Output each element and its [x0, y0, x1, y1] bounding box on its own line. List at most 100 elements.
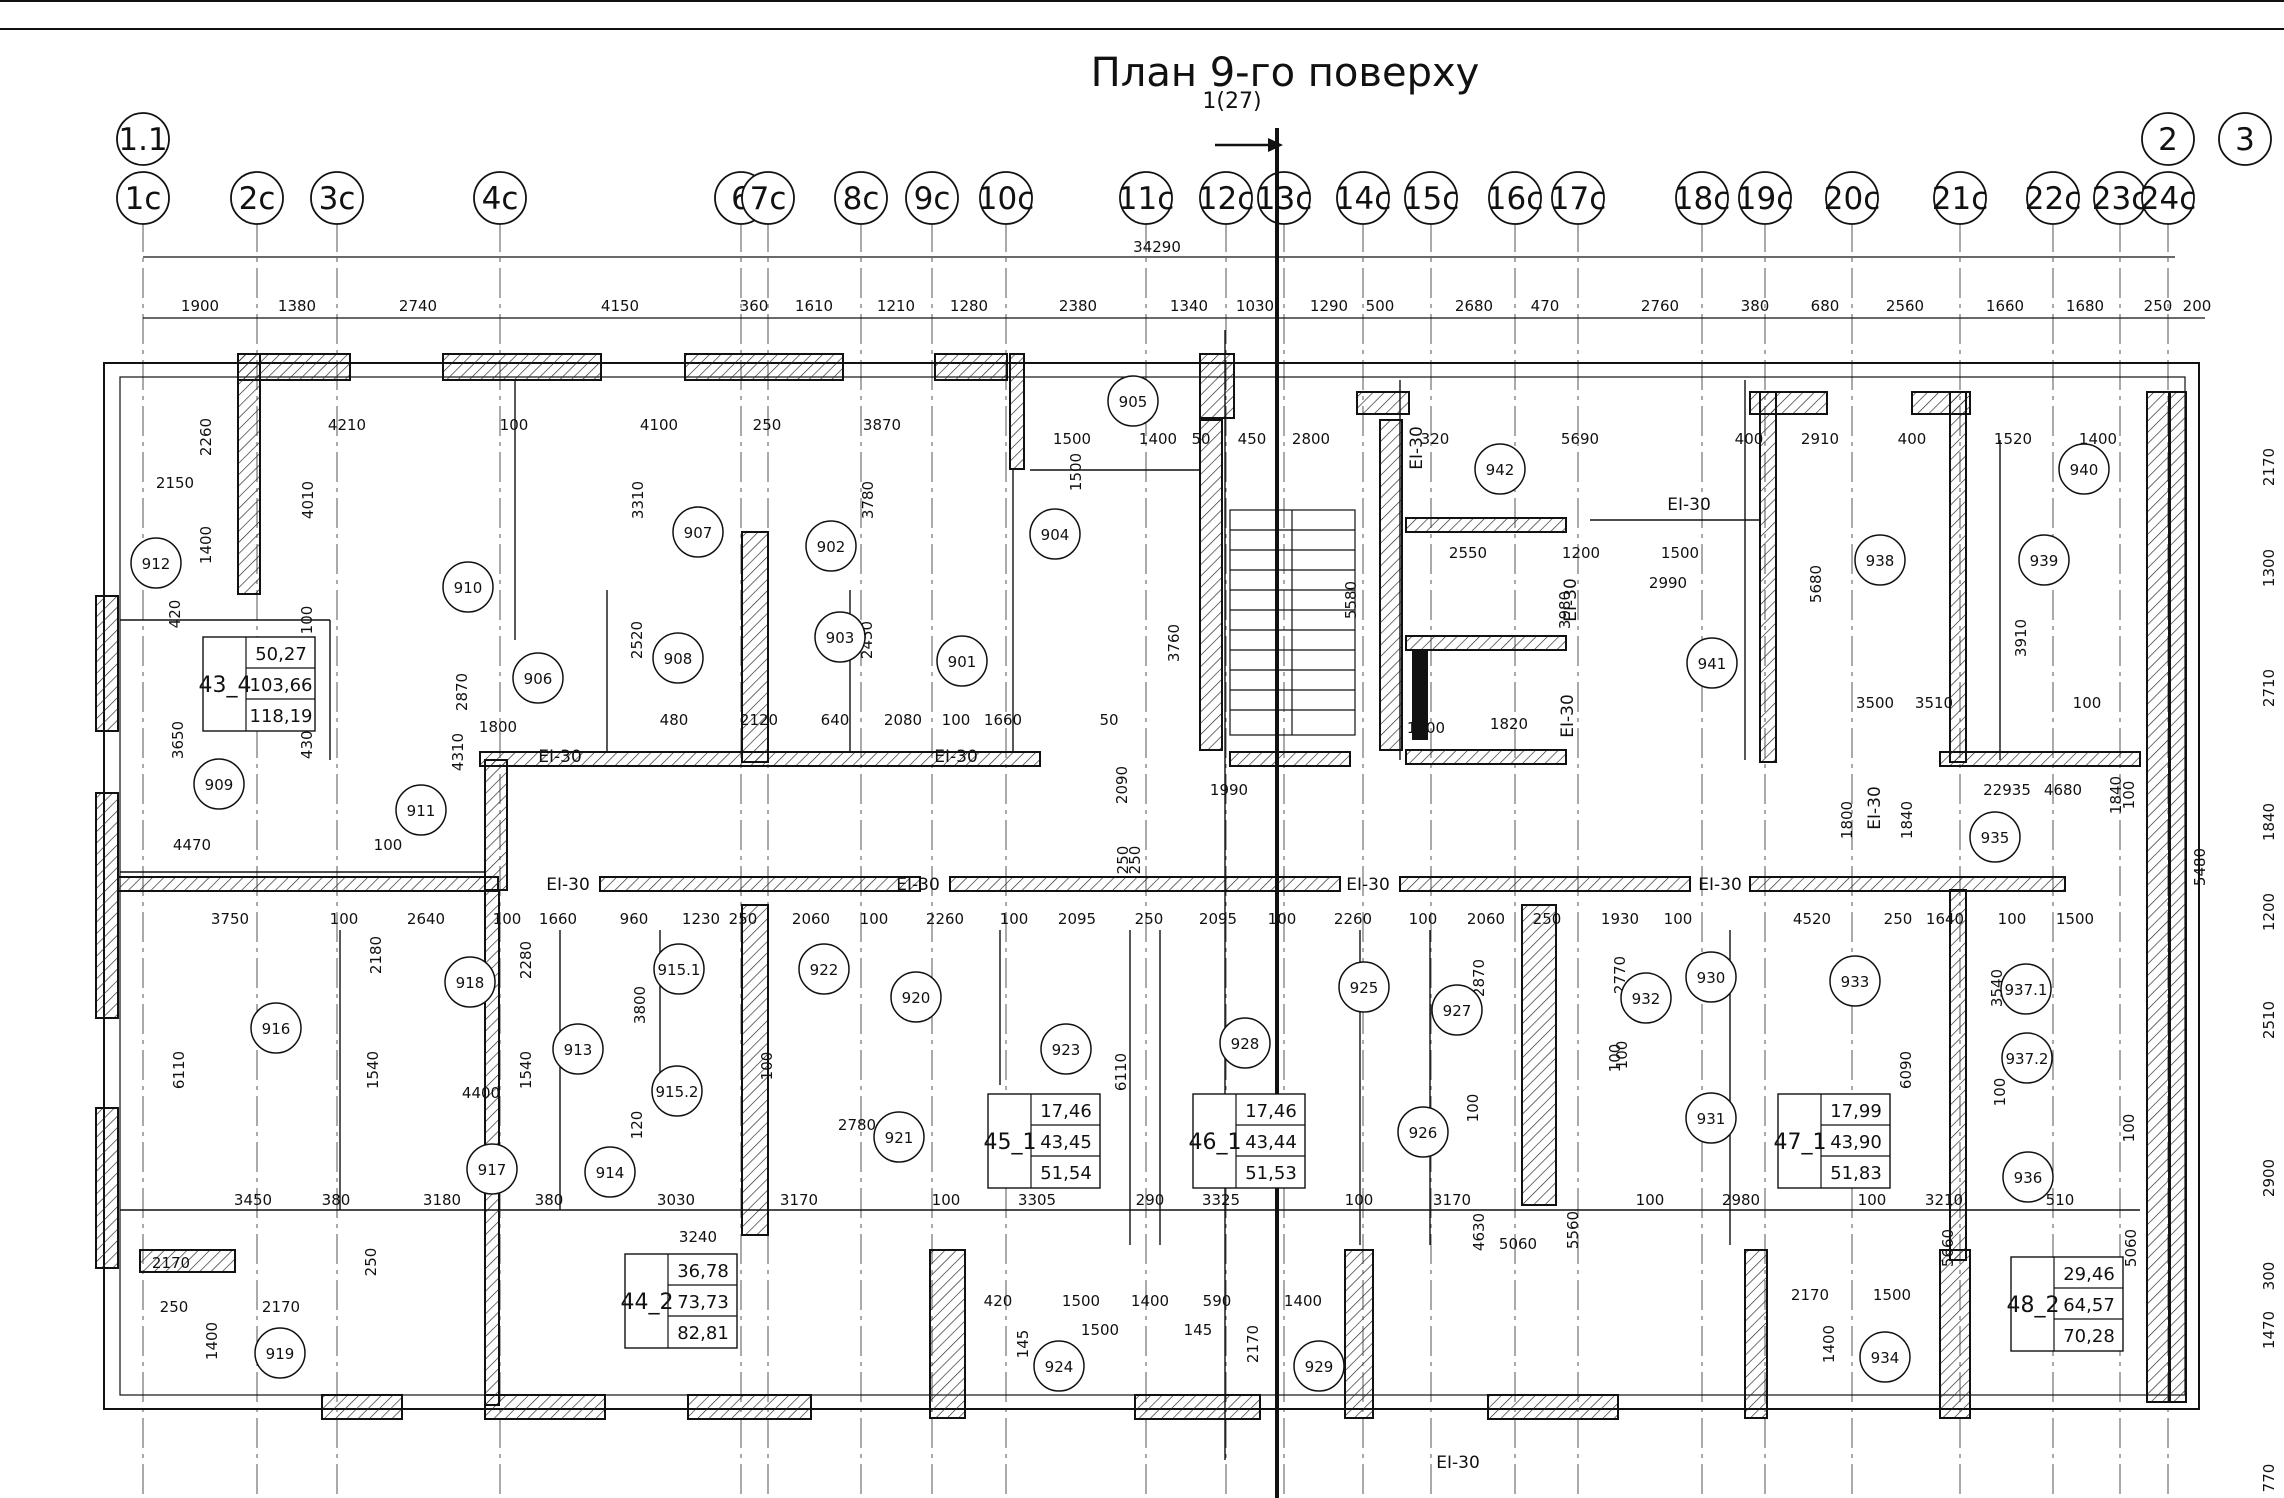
corridor-dimension-text: 1930 [1601, 910, 1639, 928]
interior-dimension-text: 3240 [679, 1228, 717, 1246]
apartment-area-value: 70,28 [2063, 1326, 2115, 1347]
interior-dimension-text: 2550 [1449, 544, 1487, 562]
interior-dimension-text: 3325 [1202, 1191, 1240, 1209]
interior-dimension-text: 3030 [657, 1191, 695, 1209]
interior-dimension-text: 3910 [2012, 619, 2030, 657]
lift-shaft-wall [1405, 517, 1567, 533]
room-number: 942 [1486, 461, 1515, 479]
apartment-area-value: 51,54 [1040, 1163, 1092, 1184]
room-number: 906 [524, 670, 553, 688]
corridor-wall-upper [1229, 751, 1351, 767]
interior-dimension-text: 3760 [1165, 624, 1183, 662]
room-tag-circle [442, 561, 494, 613]
ventilation-shaft [741, 904, 769, 1236]
chain-dimension-text: 200 [2183, 297, 2212, 315]
wall-segment [95, 595, 119, 732]
interior-dimension-text: 145 [1014, 1330, 1032, 1359]
room-tag-circle [1620, 972, 1672, 1024]
chain-dimension-text: 1610 [795, 297, 833, 315]
interior-dimension-text: 4010 [299, 481, 317, 519]
room-number: 929 [1305, 1358, 1334, 1376]
side-dimension-text: 2170 [2260, 448, 2278, 486]
chain-dimension-text: 680 [1811, 297, 1840, 315]
wall-segment [1487, 1394, 1619, 1420]
interior-dimension-text: 4630 [1470, 1213, 1488, 1251]
axis-label: 2c [239, 181, 276, 217]
interior-dimension-text: 100 [1345, 1191, 1374, 1209]
corridor-dimension-text: 960 [620, 910, 649, 928]
interior-dimension-text: 100 [1613, 1041, 1631, 1070]
room-number: 918 [456, 974, 485, 992]
side-dimension-text: 2900 [2260, 1159, 2278, 1197]
corridor-dimension-text: 250 [729, 910, 758, 928]
interior-dimension-text: 6090 [1897, 1051, 1915, 1089]
axis-bubble [1257, 171, 1311, 225]
axis-bubble [741, 171, 795, 225]
room-number: 901 [948, 653, 977, 671]
room-number: 915.2 [656, 1083, 699, 1101]
apartment-area-value: 64,57 [2063, 1295, 2115, 1316]
room-tag-circle [254, 1327, 306, 1379]
room-number: 926 [1409, 1124, 1438, 1142]
corridor-dimension-text: 4520 [1793, 910, 1831, 928]
interior-dimension-text: 1400 [203, 1322, 221, 1360]
interior-dimension-text: 2780 [838, 1116, 876, 1134]
corridor-wall-lower [117, 876, 499, 892]
chain-dimension-text: 500 [1366, 297, 1395, 315]
apartment-area-value: 43,44 [1245, 1132, 1297, 1153]
interior-dimension-text: 1200 [1562, 544, 1600, 562]
interior-dimension-text: 400 [1735, 430, 1764, 448]
room-tag-circle [512, 652, 564, 704]
corridor-dimension-text: 100 [493, 910, 522, 928]
room-number: 913 [564, 1041, 593, 1059]
partition-wall [1759, 391, 1777, 763]
apartment-area-value: 82,81 [677, 1323, 729, 1344]
room-number: 934 [1871, 1349, 1900, 1367]
side-dimension-text: 1840 [2260, 803, 2278, 841]
axis-bubble [1933, 171, 1987, 225]
corridor-dimension-text: 100 [1268, 910, 1297, 928]
interior-dimension-text: 1840 [2107, 776, 2125, 814]
room-tag-circle [1029, 508, 1081, 560]
lift-shaft-wall [1405, 749, 1567, 765]
apartment-area-value: 36,78 [677, 1261, 729, 1282]
interior-dimension-text: 2150 [156, 474, 194, 492]
corridor-dimension-text: 250 [1533, 910, 1562, 928]
chain-dimension-text: 1340 [1170, 297, 1208, 315]
apartment-number: 48_2 [2007, 1293, 2060, 1318]
interior-dimension-text: 100 [374, 836, 403, 854]
corridor-wall-lower [949, 876, 1341, 892]
room-tag-circle [444, 956, 496, 1008]
interior-dimension-text: 3180 [423, 1191, 461, 1209]
room-number: 927 [1443, 1002, 1472, 1020]
axis-bubble [1675, 171, 1729, 225]
axis-label: 17c [1550, 181, 1607, 217]
room-number: 905 [1119, 393, 1148, 411]
room-tag-circle [1293, 1340, 1345, 1392]
corridor-dimension-text: 2260 [926, 910, 964, 928]
axis-label: 12c [1198, 181, 1255, 217]
interior-dimension-text: 2120 [740, 711, 778, 729]
interior-dimension-text: 1540 [517, 1051, 535, 1089]
interior-dimension-text: 1520 [1994, 430, 2032, 448]
interior-dimension-text: 5690 [1561, 430, 1599, 448]
room-tag-circle [936, 635, 988, 687]
wall-segment [1356, 391, 1410, 415]
room-number: 904 [1041, 526, 1070, 544]
room-tag-circle [1033, 1340, 1085, 1392]
interior-dimension-text: 1400 [1139, 430, 1177, 448]
wall-segment [1939, 1249, 1971, 1419]
axis-label: 7c [750, 181, 787, 217]
axis-bubble [905, 171, 959, 225]
room-tag-circle [890, 971, 942, 1023]
room-number: 939 [2030, 552, 2059, 570]
room-number: 935 [1981, 829, 2010, 847]
axis-label: 14c [1335, 181, 1392, 217]
axis-bubble [1119, 171, 1173, 225]
interior-dimension-text: 5680 [1807, 565, 1825, 603]
fire-rating-label: EI-30 [1561, 578, 1581, 622]
